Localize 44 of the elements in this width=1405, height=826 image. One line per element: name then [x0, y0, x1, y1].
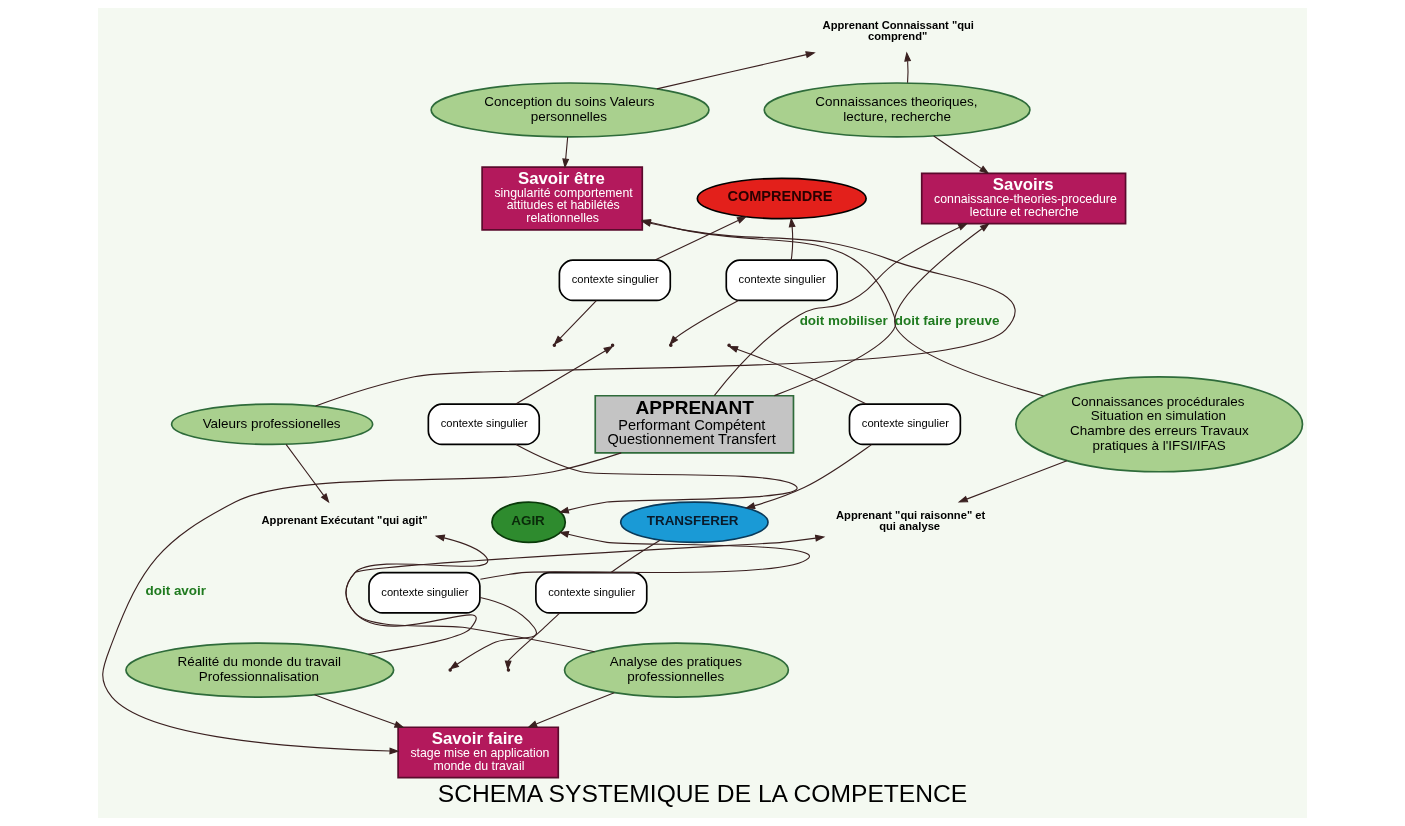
node-ellipse: Connaissances procédurales Situation en simulation Chambre des erreurs Travaux pratiques à l'IFSI/IFAS [1015, 376, 1304, 473]
node-ellipse: Conception du soins Valeurs personnelles [430, 82, 710, 138]
node-ellipse: COMPRENDRE [696, 177, 867, 220]
node-box: contexte singulier [725, 259, 838, 302]
node-box: Savoirs connaissance-theories-procedure lecture et recherche [920, 172, 1127, 225]
arrow [314, 694, 405, 728]
node-ellipse: Réalité du monde du travail Professionnalisation [125, 642, 395, 698]
arrow [728, 346, 867, 405]
arrow [788, 217, 796, 261]
connector [610, 539, 661, 574]
node-box: contexte singulier [427, 403, 541, 446]
arrow [345, 534, 826, 653]
diagram-title: SCHEMA SYSTEMIQUE DE LA COMPETENCE [437, 779, 968, 807]
node-ellipse: Valeurs professionelles [170, 403, 374, 446]
node-box: contexte singulier [558, 259, 672, 302]
arrow [102, 452, 622, 755]
arrow [745, 444, 872, 509]
node-ellipse: Analyse des pratiques professionnelles [563, 642, 790, 698]
arrow [527, 692, 615, 728]
arrow [933, 135, 990, 175]
arrow [656, 51, 816, 90]
arrow [562, 136, 570, 169]
arrow [894, 222, 1045, 397]
arrow [345, 534, 489, 655]
edge-label: doit avoir [145, 583, 207, 599]
node-ellipse: Connaissances theoriques, lecture, recherche [763, 82, 1031, 138]
node-text: Apprenant "qui raisonne" et qui analyse [836, 508, 986, 533]
arrow [957, 460, 1068, 503]
node-box: contexte singulier [368, 571, 481, 614]
arrow [285, 443, 330, 504]
arrow [479, 530, 810, 580]
edge-label: doit mobiliser [799, 312, 888, 328]
node-box: contexte singulier [848, 403, 962, 446]
node-box: Savoir être singularité comportement attitudes et habilétés relationnelles [481, 166, 644, 231]
node-ellipse: AGIR [491, 501, 567, 544]
node-text: Apprenant Connaissant "qui comprend" [822, 19, 974, 43]
arrow [515, 443, 797, 514]
arrow [654, 216, 748, 261]
arrow [904, 51, 912, 84]
arrow [713, 223, 969, 397]
node-box: contexte singulier [535, 571, 648, 614]
node-box: Savoir faire stage mise en application monde du travail [397, 726, 560, 779]
node-box: APPRENANT Performant Compétent Questionnement Transfert [594, 394, 795, 454]
node-text: Apprenant Exécutant "qui agit" [261, 513, 428, 526]
